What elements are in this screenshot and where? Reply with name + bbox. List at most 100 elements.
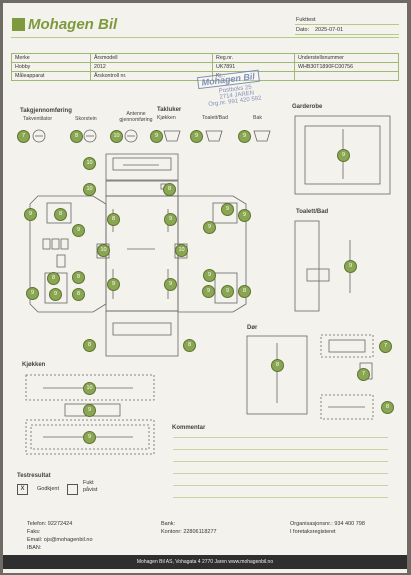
- testresultat-title: Testresultat: [17, 473, 51, 479]
- garderobe-drawing: [294, 115, 391, 195]
- comment-line: [173, 437, 388, 438]
- comment-line: [173, 449, 388, 450]
- measure-point: 9: [49, 288, 62, 301]
- measure-point: 9: [202, 285, 215, 298]
- bak-luke-value: 9: [238, 130, 251, 143]
- contact-orgnr: Organisasjonsnr.: 934 400 798: [290, 521, 365, 527]
- contact-konto: Kontonr: 22806118277: [161, 529, 217, 535]
- measure-point: 8: [83, 339, 96, 352]
- rear-section: [105, 310, 179, 357]
- date-value: 2025-07-01: [315, 27, 344, 33]
- measure-point: 8: [72, 288, 85, 301]
- measure-point: 10: [83, 157, 96, 170]
- measure-point: 8: [47, 272, 60, 285]
- contact-bank: Bank:: [161, 521, 176, 527]
- logo-mark: [12, 18, 25, 31]
- brand-logo: Mohagen Bil: [28, 16, 118, 33]
- bak-luke-icon: [253, 130, 271, 142]
- measure-point: 8: [238, 285, 251, 298]
- measure-point: 8: [54, 208, 67, 221]
- fukt-label: Fukt påvist: [83, 480, 98, 493]
- measure-point: 9: [221, 203, 234, 216]
- antenne-label: Antenne gjennomføring: [119, 111, 153, 123]
- document-sheet: Mohagen Bil Fukttest Dato: 2025-07-01 Me…: [3, 3, 407, 573]
- kjokken-value: 9: [83, 404, 96, 417]
- measure-point: 10: [83, 183, 96, 196]
- antenne-icon: [124, 129, 138, 143]
- measure-point: 10: [97, 244, 110, 257]
- bak-label: Bak: [253, 115, 262, 121]
- table-row: Måleapparat Årskontroll nr. Kj...: [11, 71, 399, 81]
- footer-bar: Mohagen Bil AS, Vohagata 4 2770 Jaren ww…: [3, 555, 407, 569]
- measure-point: 9: [164, 278, 177, 291]
- measure-point: 9: [221, 285, 234, 298]
- comment-line: [173, 485, 388, 486]
- takventilator-label: Takventilator: [23, 116, 53, 122]
- floorplan-drawing: [25, 115, 391, 455]
- toalettbad-value: 9: [344, 260, 357, 273]
- garderobe-value: 9: [337, 149, 350, 162]
- contact-foretak: I foretaksregisteret: [290, 529, 336, 535]
- measure-point: 9: [203, 269, 216, 282]
- dor-right-value: 7: [379, 340, 392, 353]
- godkjent-checkbox[interactable]: X: [17, 484, 28, 495]
- toalett-luke-value: 9: [190, 130, 203, 143]
- toalett-drawing: [294, 220, 320, 312]
- table-cell: [294, 71, 399, 81]
- fuktest-underline: [295, 24, 399, 25]
- takgjennomforing-title: Takgjennomføring: [20, 108, 72, 114]
- kjokken-luke-value: 9: [150, 130, 163, 143]
- kjokken-label: Kjøkken: [157, 115, 176, 121]
- dor-value: 8: [271, 359, 284, 372]
- takventilator-value: 7: [17, 130, 30, 143]
- dor-right-value: 7: [357, 368, 370, 381]
- dor-title: Dør: [247, 325, 258, 331]
- godkjent-label: Godkjent: [37, 486, 60, 492]
- skorstein-icon: [83, 129, 97, 143]
- front-window: [112, 157, 172, 171]
- garderobe-title: Garderobe: [292, 104, 323, 110]
- kommentar-title: Kommentar: [172, 425, 206, 431]
- contact-email: Email: ojs@mohagenbil.no: [27, 537, 93, 543]
- antenne-value: 10: [110, 130, 123, 143]
- takventilator-icon: [32, 129, 46, 143]
- measure-point: 8: [183, 339, 196, 352]
- contact-faks: Faks:: [27, 529, 41, 535]
- measure-point: 8: [72, 271, 85, 284]
- toalettbad-title: Toalett/Bad: [296, 209, 329, 215]
- measure-point: 8: [163, 183, 176, 196]
- kjokken-drawing-bottom: [25, 419, 155, 455]
- contact-iban: IBAN:: [27, 545, 42, 551]
- measure-point: 9: [238, 209, 251, 222]
- measure-point: 9: [164, 213, 177, 226]
- kjokken-luke-icon: [163, 130, 181, 142]
- skorstein-value: 8: [70, 130, 83, 143]
- left-wall: [29, 195, 107, 313]
- kjokken-title: Kjøkken: [22, 362, 46, 368]
- toalett-luke-icon: [205, 130, 223, 142]
- measure-point: 8: [107, 213, 120, 226]
- date-underline: [295, 34, 399, 35]
- comment-line: [173, 461, 388, 462]
- front-cab: [105, 153, 179, 181]
- date-label: Dato:: [296, 27, 310, 33]
- measure-point: 9: [26, 287, 39, 300]
- kjokken-value: 10: [83, 382, 96, 395]
- takluker-title: Takluker: [157, 107, 182, 113]
- kjokken-drawing-top: [25, 374, 155, 401]
- measure-point: 10: [175, 244, 188, 257]
- comment-line: [173, 497, 388, 498]
- comment-line: [173, 473, 388, 474]
- measure-point: 9: [24, 208, 37, 221]
- dor-right-value: 8: [381, 401, 394, 414]
- kjokken-value: 9: [83, 431, 96, 444]
- contact-telefon: Telefon: 92272424: [27, 521, 73, 527]
- skorstein-label: Skorstein: [75, 116, 97, 122]
- rear-window: [112, 322, 172, 336]
- fukt-checkbox[interactable]: [67, 484, 78, 495]
- header-divider: [11, 37, 399, 38]
- vehicle-info-table: Merke Årsmodell Reg.nr. Understellsnumme…: [11, 53, 399, 81]
- measure-point: 9: [107, 278, 120, 291]
- fuktest-label: Fukttest: [296, 17, 316, 23]
- toalett-label: Toalett/Bad: [202, 115, 228, 121]
